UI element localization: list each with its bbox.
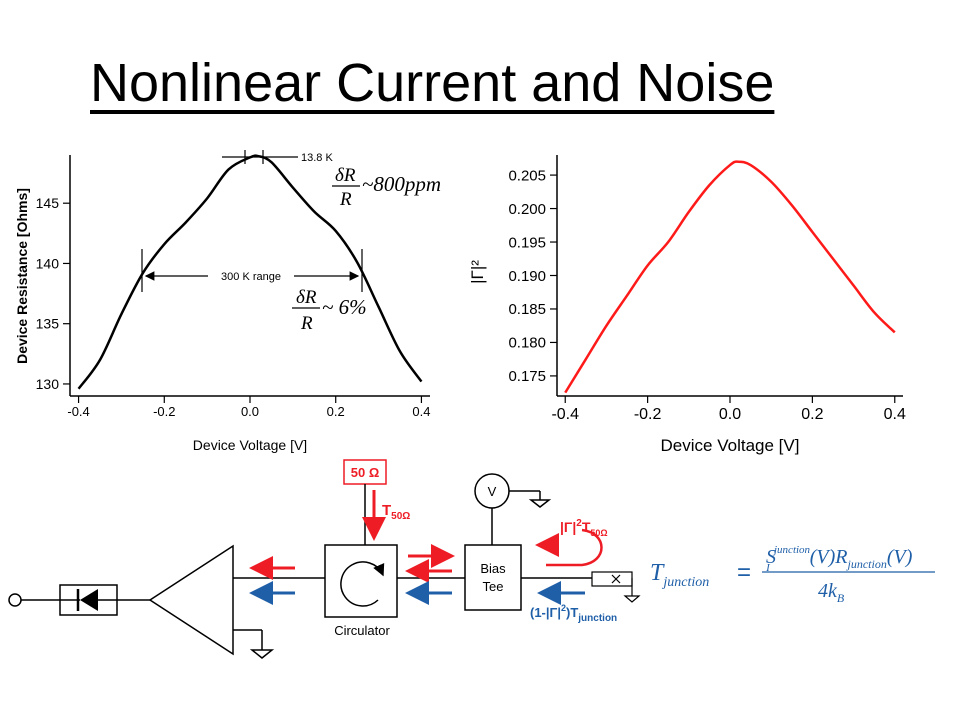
output-terminal-icon [8, 593, 22, 607]
bias-tee-label-line2: Tee [483, 579, 504, 594]
ratio-6pct: δR R ~ 6% [292, 287, 367, 334]
voltmeter-icon [474, 473, 552, 545]
chart1-x-tick-label: 0.0 [241, 404, 259, 419]
resistance-chart: -0.4 -0.2 0.0 0.2 0.4 130 135 140 145 Device Vol… [14, 150, 441, 453]
resistance-curve [77, 154, 423, 390]
resistor-50-ohm-label: 50 Ω [351, 465, 380, 480]
chart1-y-axis-label: Device Resistance [Ohms] [14, 188, 30, 364]
chart1-x-tick-label: -0.2 [153, 404, 175, 419]
chart2-y-tick-label: 0.180 [508, 335, 546, 352]
chart2-x-tick-label: 0.0 [719, 406, 741, 423]
range-marker [141, 249, 363, 292]
chart1-x-axis-label: Device Voltage [V] [193, 437, 307, 453]
svg-text:δR: δR [335, 165, 356, 186]
ratio-800ppm: δR R ~800ppm [332, 165, 441, 210]
reflected-noise-label: |Γ|2T50Ω [560, 518, 608, 538]
chart1-y-tick-label: 140 [36, 255, 60, 271]
junction-device-icon [591, 571, 641, 603]
chart1-ticks: -0.4 -0.2 0.0 0.2 0.4 130 135 140 145 [36, 195, 431, 419]
chart2-y-tick-label: 0.200 [508, 201, 546, 218]
chart2-x-tick-label: -0.4 [551, 406, 579, 423]
circulator-icon [324, 544, 398, 618]
chart2-y-tick-label: 0.185 [508, 301, 546, 318]
top-width-label: 13.8 K [301, 152, 333, 164]
ratio-6pct-value: ~ 6% [322, 295, 367, 319]
chart1-y-tick-label: 145 [36, 195, 60, 211]
diode-detector-icon [59, 584, 118, 616]
equation-denominator: 4kB [818, 580, 845, 605]
svg-text:R: R [300, 313, 313, 334]
chart2-y-tick-label: 0.195 [508, 234, 546, 251]
chart2-x-tick-label: 0.4 [884, 406, 906, 423]
svg-text:δR: δR [296, 287, 317, 308]
chart2-x-axis-label: Device Voltage [V] [661, 436, 800, 455]
svg-text:R: R [339, 189, 352, 210]
circulator-label: Circulator [334, 623, 390, 638]
chart2-y-axis-label: |Γ|² [468, 260, 487, 284]
reflection-curve [564, 160, 896, 394]
chart2-ticks: -0.4 -0.2 0.0 0.2 0.4 0.175 0.180 0.185 0.190 0.1… [508, 167, 906, 423]
bias-tee-label-line1: Bias [480, 561, 506, 576]
circuit-diagram: 50 Ω T50Ω Circulator V Bias Tee [8, 459, 641, 659]
chart1-x-tick-label: 0.4 [412, 404, 430, 419]
chart2-x-tick-label: 0.2 [801, 406, 823, 423]
range-label: 300 K range [221, 271, 281, 283]
voltmeter-label: V [488, 484, 497, 499]
chart2-y-tick-label: 0.190 [508, 268, 546, 285]
chart1-x-tick-label: -0.4 [67, 404, 89, 419]
chart1-y-tick-label: 130 [36, 376, 60, 392]
equation-equals: = [737, 559, 751, 586]
t50-label: T50Ω [382, 502, 410, 522]
chart2-y-tick-label: 0.175 [508, 368, 546, 385]
slide-title: Nonlinear Current and Noise [90, 53, 775, 113]
top-width-marker [222, 150, 298, 164]
chart2-x-tick-label: -0.2 [634, 406, 662, 423]
chart1-y-tick-label: 135 [36, 316, 60, 332]
ratio-800ppm-value: ~800ppm [362, 172, 441, 196]
bias-tee-icon [464, 544, 522, 611]
junction-noise-label: (1-|Γ|2)Tjunction [530, 603, 617, 624]
chart1-x-tick-label: 0.2 [327, 404, 345, 419]
chart2-y-tick-label: 0.205 [508, 167, 546, 184]
amplifier-icon [148, 544, 275, 659]
reflection-chart: -0.4 -0.2 0.0 0.2 0.4 0.175 0.180 0.185 0.190 0.1… [468, 155, 906, 455]
chart2-axes [556, 155, 903, 397]
equation-lhs: Tjunction [650, 560, 709, 590]
